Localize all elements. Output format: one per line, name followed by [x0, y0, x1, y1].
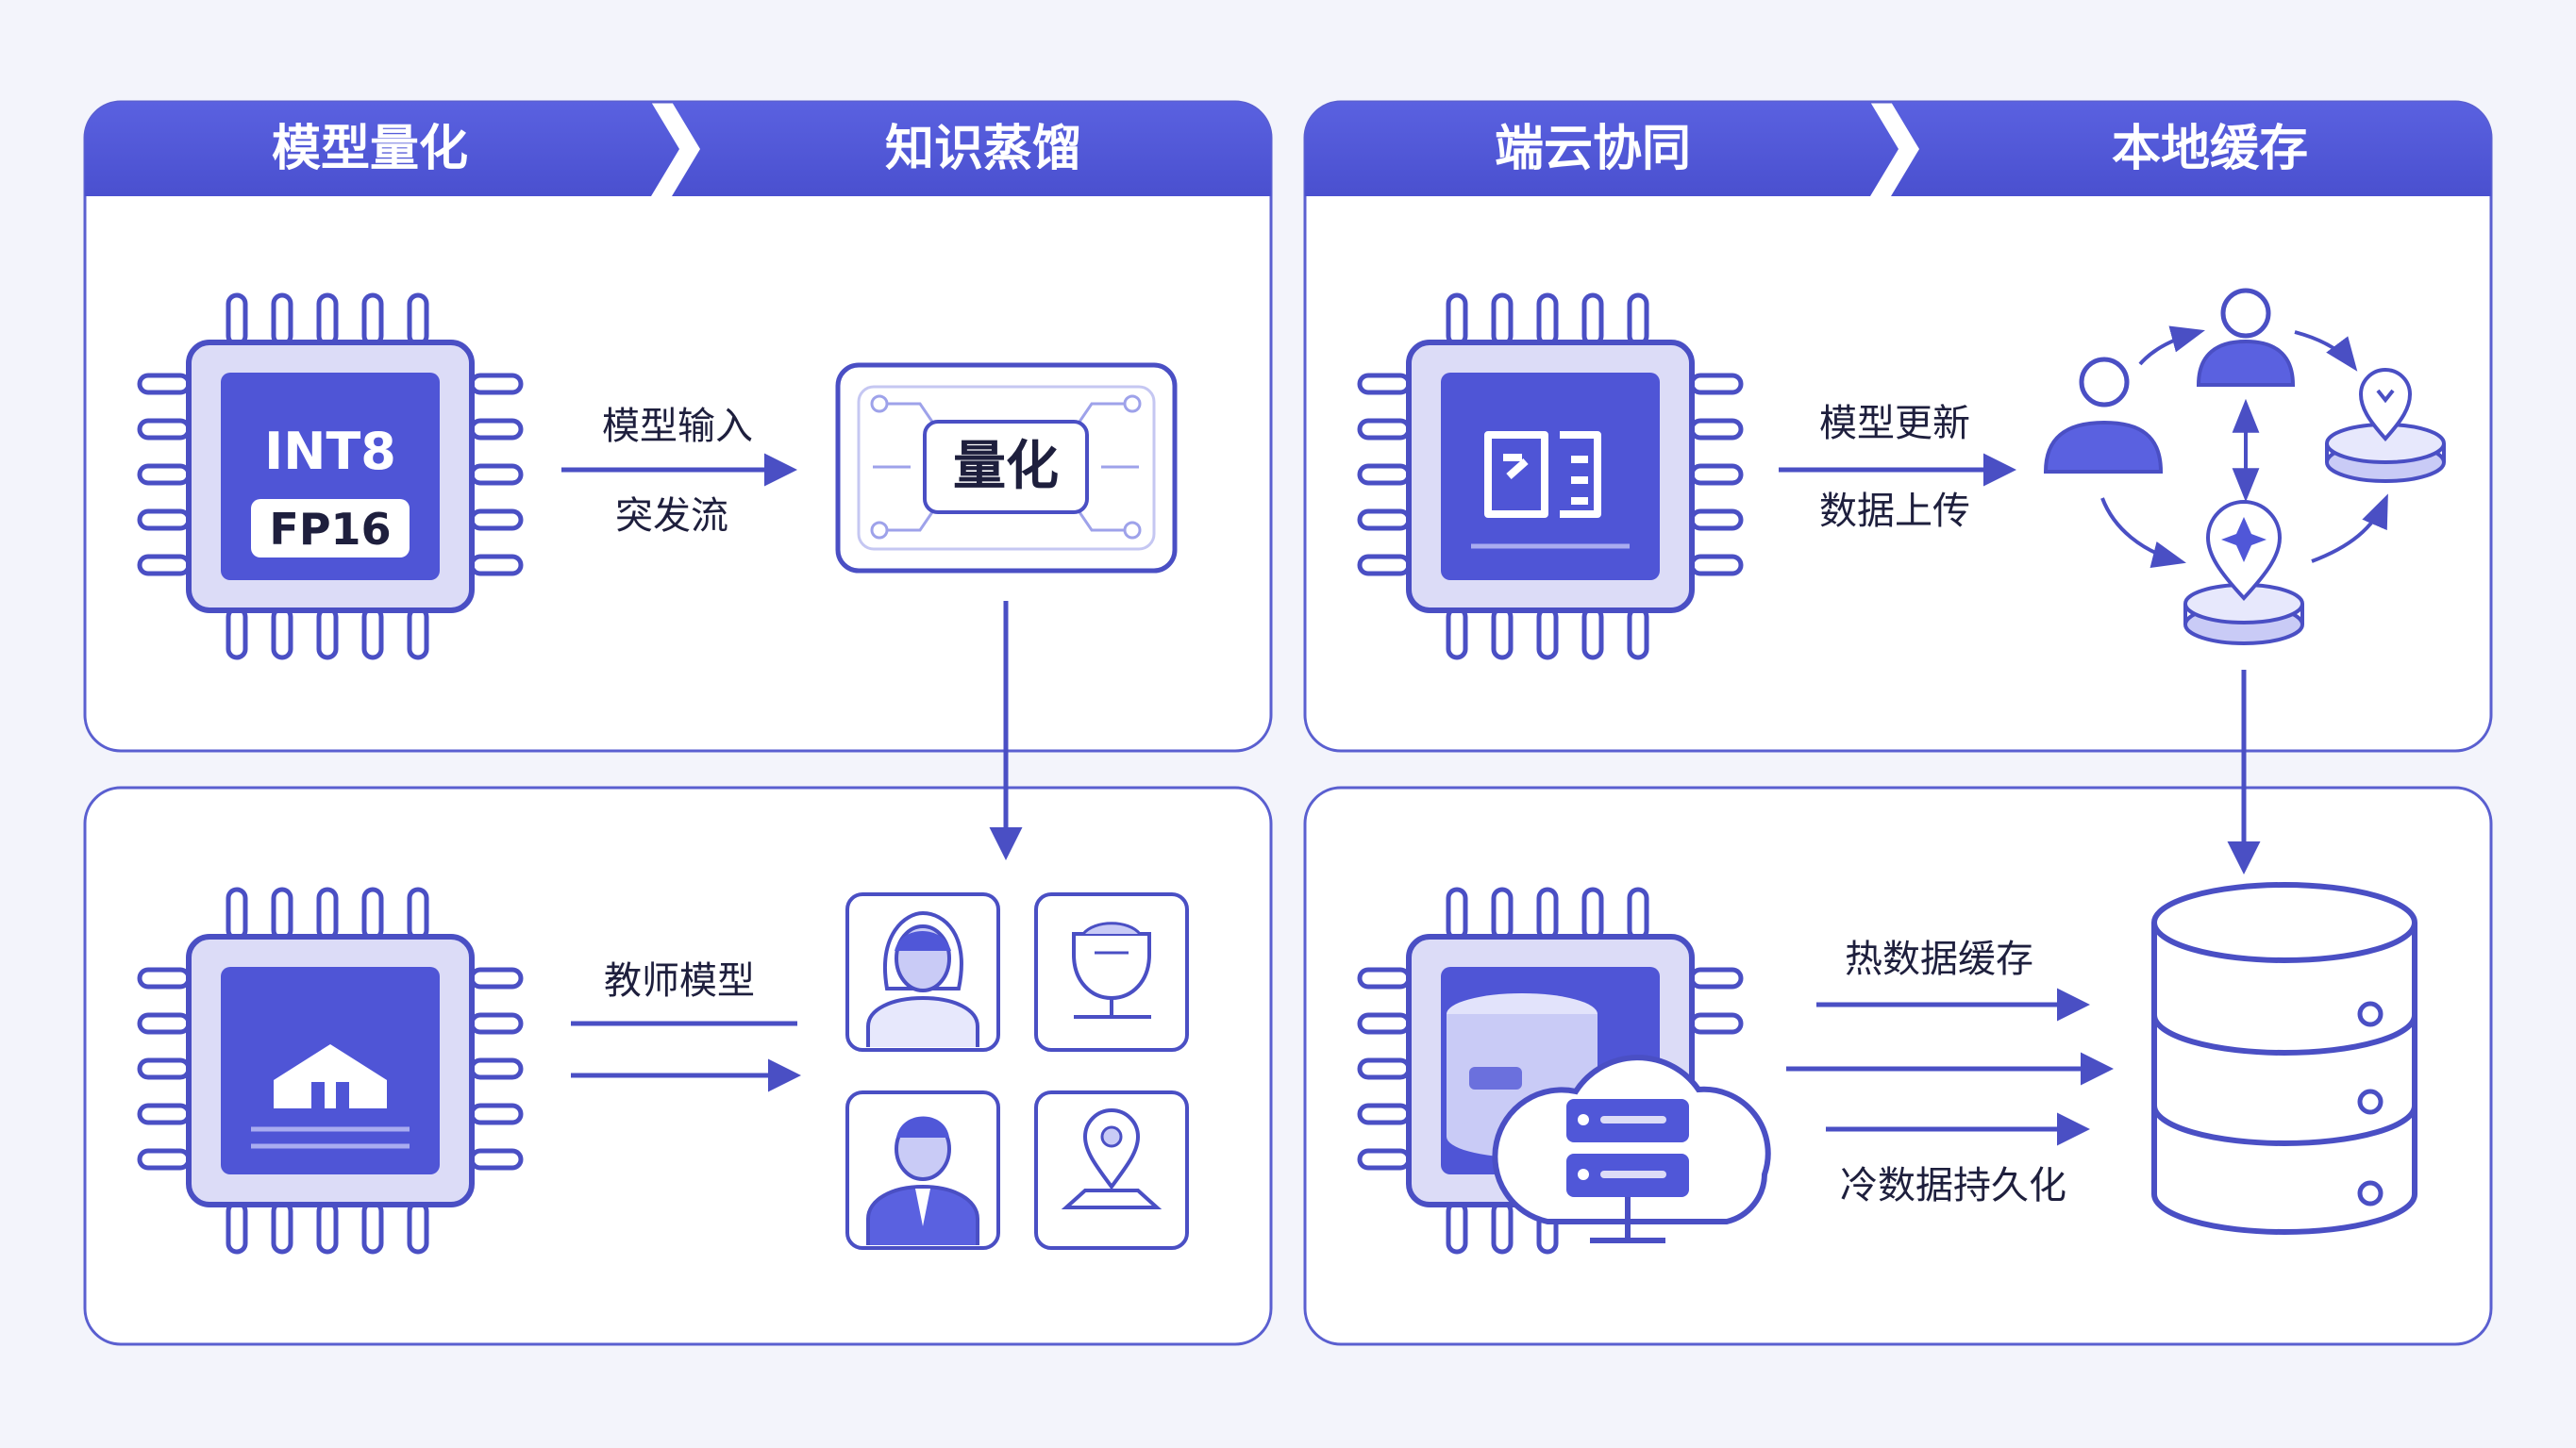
- location-pin-icon: [1034, 1090, 1189, 1250]
- label-cold-persist: 冷数据持久化: [1840, 1164, 2066, 1207]
- header-bar-right: 端云协同 本地缓存: [1305, 102, 2491, 196]
- header-collaboration: 端云协同: [1495, 121, 1691, 177]
- label-data-upload: 数据上传: [1819, 490, 1970, 533]
- user-icon: [2043, 357, 2164, 474]
- chip-icon: INT8 FP16: [137, 292, 524, 660]
- label-quantize: 量化: [953, 436, 1059, 497]
- arrow-hot-cache: 热数据缓存: [1816, 938, 2090, 1022]
- chip-icon: [137, 887, 524, 1255]
- label-burst-flow: 突发流: [615, 494, 728, 538]
- database-icon: [2151, 882, 2417, 1235]
- header-distillation: 知识蒸馏: [885, 121, 1081, 177]
- label-model-update: 模型更新: [1819, 402, 1970, 445]
- arrow-cold-persist: 冷数据持久化: [1826, 1112, 2090, 1207]
- cloud-server-icon: [1492, 1055, 1771, 1243]
- arrow-model-update: 模型更新 数据上传: [1779, 402, 2016, 533]
- label-teacher-model: 教师模型: [604, 959, 755, 1003]
- man-avatar-icon: [845, 1090, 1000, 1250]
- label-model-input: 模型输入: [602, 405, 753, 448]
- cycle-arrows: [2100, 325, 2388, 568]
- header-bar-left: 模型量化 知识蒸馏: [85, 102, 1271, 196]
- pin-platform-icon: [2183, 500, 2304, 645]
- pin-platform-icon: [2325, 368, 2446, 483]
- chip-icon: [1357, 292, 1744, 660]
- label-hot-cache: 热数据缓存: [1845, 938, 2033, 981]
- header-quantization: 模型量化: [272, 121, 468, 177]
- user-icon: [2196, 288, 2296, 387]
- header-local-cache: 本地缓存: [2112, 121, 2308, 177]
- arrow-teacher-model: 教师模型: [571, 959, 801, 1092]
- bowl-icon: [1034, 892, 1189, 1052]
- quantize-box-icon: 量化: [835, 362, 1178, 574]
- house-icon: [251, 1044, 410, 1149]
- user-network-icon: [2043, 288, 2446, 645]
- chip-label-fp16: FP16: [269, 504, 391, 555]
- document-sync-icon: [1471, 431, 1630, 549]
- arrow-model-input: 模型输入 突发流: [561, 405, 797, 538]
- woman-avatar-icon: [845, 892, 1000, 1052]
- chip-label-int8: INT8: [264, 422, 396, 481]
